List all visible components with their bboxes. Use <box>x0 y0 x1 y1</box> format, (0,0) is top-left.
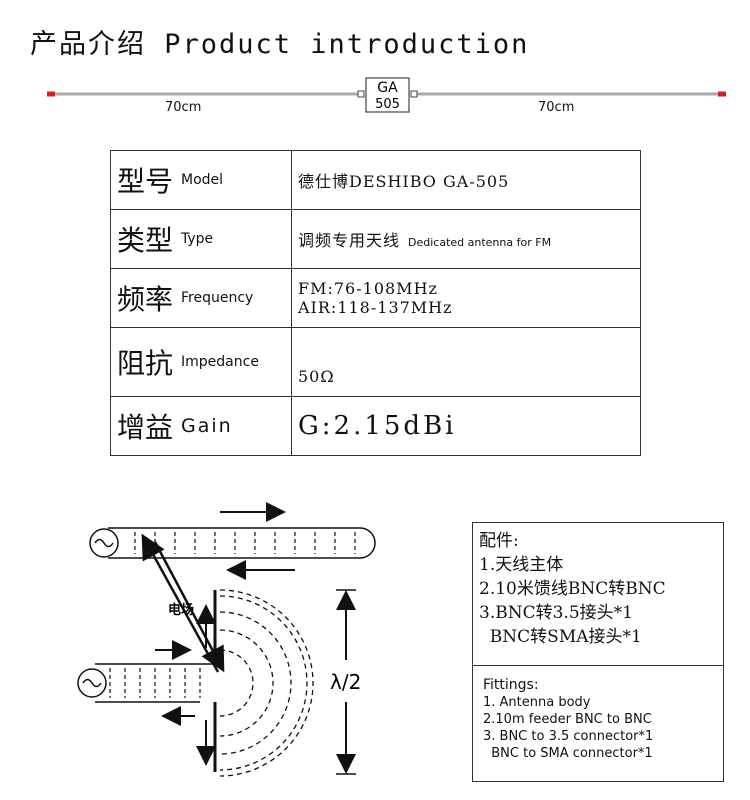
wavelength-label: λ/2 <box>330 670 361 694</box>
right-length-label: 70cm <box>538 100 575 115</box>
spec-value: FM:76-108MHz <box>298 279 438 298</box>
spec-label-en: Type <box>181 231 214 247</box>
fittings-en-line: 2.10m feeder BNC to BNC <box>483 712 652 727</box>
bottom-feeder-line <box>95 663 215 703</box>
spec-value: 调频专用天线 <box>298 231 401 250</box>
spec-label-zh: 频率 <box>117 283 174 316</box>
spec-label-zh: 类型 <box>117 224 174 257</box>
spec-row-frequency: 频率 Frequency FM:76-108MHz AIR:118-137MHz <box>110 268 641 328</box>
spec-value-cell: G:2.15dBi <box>291 396 641 456</box>
spec-label-en: Impedance <box>181 354 259 370</box>
spec-row-gain: 增益 Gain G:2.15dBi <box>110 396 641 456</box>
fittings-en-line: 3. BNC to 3.5 connector*1 <box>483 729 654 744</box>
spec-value-cell: 50Ω <box>291 327 641 397</box>
field-label: 电场 <box>168 602 194 618</box>
antenna-label-top: GA <box>377 80 398 96</box>
page-title: 产品介绍 Product introduction <box>30 29 530 60</box>
fittings-zh-line: 2.10米馈线BNC转BNC <box>479 579 666 599</box>
spec-value: G:2.15dBi <box>298 411 457 441</box>
spec-row-model: 型号 Model 德仕博DESHIBO GA-505 <box>110 150 641 210</box>
fittings-en-line: BNC to SMA connector*1 <box>483 746 653 761</box>
fittings-box: 配件: 1.天线主体 2.10米馈线BNC转BNC 3.BNC转3.5接头*1 … <box>472 522 724 782</box>
fittings-en: Fittings: 1. Antenna body 2.10m feeder B… <box>483 677 653 762</box>
spec-label-zh: 阻抗 <box>117 347 174 380</box>
spec-label-zh: 增益 <box>117 411 174 444</box>
spec-label-en: Gain <box>181 415 233 437</box>
spec-label-cell: 型号 Model <box>110 150 292 210</box>
fittings-divider <box>473 665 723 666</box>
field-arcs <box>219 589 314 777</box>
spec-label-cell: 增益 Gain <box>110 396 292 456</box>
radiation-diagram: 电场 λ/2 <box>77 502 376 777</box>
antenna-center-box <box>365 77 410 113</box>
spec-label-cell: 阻抗 Impedance <box>110 327 292 397</box>
antenna-left-joint <box>357 90 365 98</box>
spec-value: 德仕博DESHIBO GA-505 <box>298 172 510 191</box>
spec-row-impedance: 阻抗 Impedance 50Ω <box>110 327 641 397</box>
spec-label-cell: 频率 Frequency <box>110 268 292 328</box>
fittings-zh: 配件: 1.天线主体 2.10米馈线BNC转BNC 3.BNC转3.5接头*1 … <box>479 529 666 649</box>
fittings-zh-line: BNC转SMA接头*1 <box>479 627 642 647</box>
spec-value-cell: FM:76-108MHz AIR:118-137MHz <box>291 268 641 328</box>
spec-value-note: Dedicated antenna for FM <box>408 236 552 249</box>
fittings-zh-line: 3.BNC转3.5接头*1 <box>479 603 633 623</box>
spec-value-2: AIR:118-137MHz <box>298 298 453 317</box>
spec-label-en: Frequency <box>181 290 254 306</box>
fittings-en-line: 1. Antenna body <box>483 695 591 710</box>
spec-value: 50Ω <box>298 367 335 386</box>
left-length-label: 70cm <box>165 100 202 115</box>
spec-row-type: 类型 Type 调频专用天线 Dedicated antenna for FM <box>110 209 641 269</box>
fittings-zh-line: 配件: <box>479 531 519 551</box>
antenna-right-joint <box>410 90 418 98</box>
spec-value-cell: 调频专用天线 Dedicated antenna for FM <box>291 209 641 269</box>
fittings-en-line: Fittings: <box>483 677 539 693</box>
antenna-illustration: GA 505 <box>47 77 726 113</box>
spec-label-cell: 类型 Type <box>110 209 292 269</box>
antenna-label-bottom: 505 <box>375 97 400 112</box>
spec-table: 型号 Model 德仕博DESHIBO GA-505 类型 Type 调频专用天线 D… <box>110 150 641 456</box>
fittings-zh-line: 1.天线主体 <box>479 555 564 575</box>
spec-value-cell: 德仕博DESHIBO GA-505 <box>291 150 641 210</box>
field-vector-arrow-2 <box>153 541 225 673</box>
spec-label-zh: 型号 <box>117 165 174 198</box>
spec-label-en: Model <box>181 172 224 188</box>
